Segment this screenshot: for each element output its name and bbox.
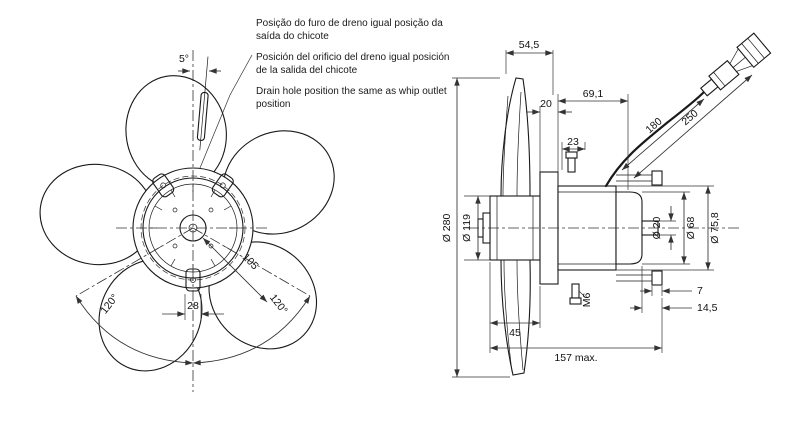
thread-callout: M6 xyxy=(578,290,593,308)
note-portuguese: Posição do furo de dreno igual posição d… xyxy=(256,18,443,42)
fan-front-view: 5° 105 120° 120° 28 xyxy=(39,50,335,392)
note-english: Drain hole position the same as whip out… xyxy=(256,86,447,110)
dim-hub-slot: 28 xyxy=(162,294,224,320)
note-spanish: Posición del orificio del dreno igual po… xyxy=(256,52,450,76)
notes-block: Posição do furo de dreno igual posição d… xyxy=(256,18,460,120)
dim-nut-end: 14,5 xyxy=(630,266,718,353)
dim-stud-offset: 23 xyxy=(561,136,586,170)
note-leader-line xyxy=(199,54,253,169)
drain-channel xyxy=(196,56,209,151)
motor-body xyxy=(557,185,617,271)
endbell-diameter-label: Ø 68 xyxy=(685,216,697,239)
flange-depth-label: 20 xyxy=(540,98,552,110)
mounting-pad xyxy=(152,173,175,198)
fan-side-view: 54,5 20 69,1 23 180 250 xyxy=(441,32,772,378)
through-bolt-bottom xyxy=(569,283,582,305)
dim-flange-depth: 20 xyxy=(526,94,572,186)
through-bolt-top xyxy=(565,151,578,173)
stud-thread-label: M6 xyxy=(581,293,593,308)
dim-drain-angle: 5° xyxy=(178,53,221,74)
dim-motor-diameter: Ø 75,8 xyxy=(616,185,721,271)
nut-end-label: 14,5 xyxy=(697,302,718,314)
stud-offset-label: 23 xyxy=(567,136,579,148)
shaft-diameter-label: Ø 20 xyxy=(651,216,663,239)
rear-stud-bottom xyxy=(616,270,663,286)
fan-diameter-label: Ø 280 xyxy=(441,214,453,243)
connector-plug xyxy=(736,32,772,69)
mounting-pad xyxy=(211,173,234,198)
stud-protrusion-label: 7 xyxy=(697,285,703,297)
dim-whip-lengths: 180 250 xyxy=(621,74,753,179)
motor-assembly xyxy=(539,151,663,305)
dim-stud-protrusion: 7 xyxy=(640,285,703,297)
drain-angle-label: 5° xyxy=(179,53,189,65)
dim-fan-diameter: Ø 280 xyxy=(441,77,510,378)
mounting-pads xyxy=(152,173,234,292)
motor-diameter-label: Ø 75,8 xyxy=(709,212,721,244)
hub-diameter-label: Ø 119 xyxy=(461,214,473,242)
depth-front-label: 54,5 xyxy=(519,39,540,51)
dim-shaft-diameter: Ø 20 xyxy=(651,206,676,250)
hub-depth-label: 45 xyxy=(509,327,521,339)
body-length-label: 69,1 xyxy=(583,88,604,100)
dim-total-length: 157 max. xyxy=(490,345,662,364)
hub-slot-label: 28 xyxy=(187,300,199,312)
dim-hub-diameter: Ø 119 xyxy=(461,195,490,261)
dim-depth-front: 54,5 xyxy=(505,39,554,95)
total-length-label: 157 max. xyxy=(554,352,597,364)
whip-length-1-label: 180 xyxy=(643,115,664,136)
dim-hub-depth: 45 xyxy=(489,262,541,353)
dim-endbell-diameter: Ø 68 xyxy=(642,191,697,265)
connector-wires xyxy=(729,48,753,72)
